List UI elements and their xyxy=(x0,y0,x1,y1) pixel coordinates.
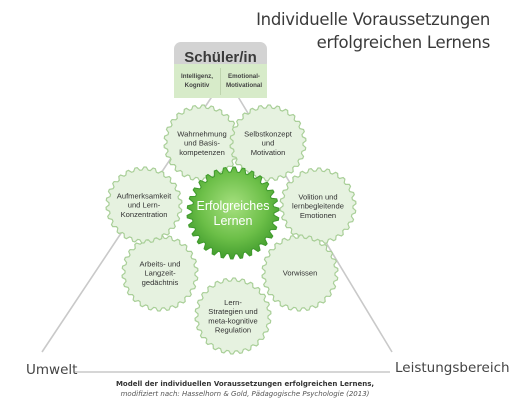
corner-label-environment: Umwelt xyxy=(26,362,78,378)
gear-shape xyxy=(261,234,339,312)
student-sub-left-1: Intelligenz, xyxy=(181,73,213,80)
center-label-line-2: Lernen xyxy=(214,214,253,228)
gear-shape xyxy=(194,277,272,355)
gear-volition-label-line-3: Emotionen xyxy=(300,211,336,220)
student-sub-right-2: Motivational xyxy=(226,82,262,89)
caption-line-1: Modell der individuellen Voraussetzungen… xyxy=(115,380,375,388)
gear-learning-strategies-label-line-3: meta-kognitive xyxy=(208,316,257,325)
student-label: Schüler/in xyxy=(184,49,257,66)
gear-memory-label-line-1: Arbeits- und xyxy=(140,259,181,268)
corner-label-performance: Leistungsbereich xyxy=(395,360,510,376)
caption-line-2: modifiziert nach: Hasselhorn & Gold, Päd… xyxy=(120,389,370,398)
gear-memory-label-line-2: Langzeit- xyxy=(144,269,176,278)
student-box: Schüler/in Intelligenz, Kognitiv Emotion… xyxy=(174,42,267,98)
gear-learning-strategies-label-line-2: Strategien und xyxy=(208,307,257,316)
gear-volition-label-line-2: lernbegleitende xyxy=(292,202,344,211)
gear-shape xyxy=(105,166,183,244)
gear-perception-label-line-3: kompetenzen xyxy=(179,148,225,157)
center-label-line-1: Erfolgreiches xyxy=(197,199,270,213)
gear-self-concept-label-line-1: Selbstkonzept xyxy=(244,129,293,138)
center-gear-shape xyxy=(186,166,280,260)
gear-self-concept-label-line-3: Motivation xyxy=(251,148,286,157)
gear-memory-label-line-3: gedächtnis xyxy=(142,278,179,287)
figure-caption: Modell der individuellen Voraussetzungen… xyxy=(0,380,490,399)
gear-shape xyxy=(229,104,307,182)
gear-prior-knowledge-label-line-1: Vorwissen xyxy=(283,269,318,278)
student-sub-left-2: Kognitiv xyxy=(185,82,210,89)
gear-shape xyxy=(121,234,199,312)
gear-prior-knowledge: Vorwissen xyxy=(261,234,339,312)
title-line-1: Individuelle Voraussetzungen xyxy=(256,10,490,29)
gear-learning-strategies: Lern-Strategien undmeta-kognitiveRegulat… xyxy=(194,277,272,355)
student-sub-right-1: Emotional- xyxy=(228,73,260,80)
gear-learning-strategies-label-line-4: Regulation xyxy=(215,326,251,335)
gear-learning-strategies-label-line-1: Lern- xyxy=(224,298,242,307)
gear-attention-label-line-2: und Lern- xyxy=(128,201,161,210)
gear-self-concept-label-line-2: und xyxy=(262,139,275,148)
gear-attention-label-line-1: Aufmerksamkeit xyxy=(117,191,172,200)
gear-perception-label-line-1: Wahrnehmung xyxy=(177,129,227,138)
diagram-title: Individuelle Voraussetzungen erfolgreich… xyxy=(256,8,490,54)
gear-volition-label-line-1: Volition und xyxy=(298,192,337,201)
title-line-2: erfolgreichen Lernens xyxy=(316,33,491,52)
gear-attention-label-line-3: Konzentration xyxy=(121,210,168,219)
gear-perception-label-line-2: und Basis- xyxy=(184,139,220,148)
